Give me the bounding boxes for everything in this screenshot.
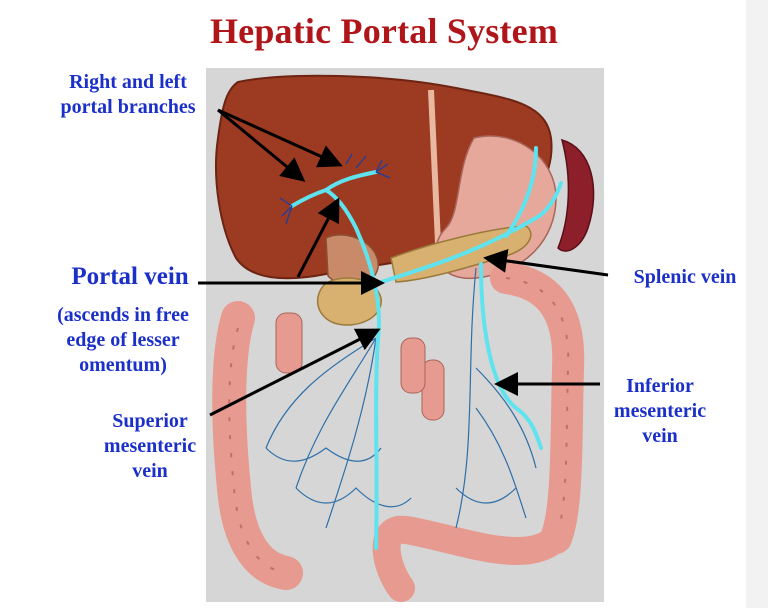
- intestine-loop-center: [400, 337, 426, 394]
- intestine-loop-left: [275, 312, 303, 374]
- label-portal-note-line-3: omentum): [79, 354, 167, 376]
- label-inferior-line-1: Inferior: [626, 375, 694, 397]
- label-portal-vein-note: (ascends in free edge of lesser omentum): [28, 303, 218, 378]
- hepatic-portal-illustration: [206, 68, 604, 602]
- inferior-mesenteric-vein-path: [479, 262, 543, 450]
- label-superior-line-3: vein: [132, 460, 168, 482]
- ascending-colon-haustra: [228, 327, 287, 574]
- label-inferior-line-2: mesenteric: [613, 400, 707, 422]
- label-branches-line-2: portal branches: [60, 96, 196, 118]
- arrow-branches-right: [217, 108, 306, 182]
- arrow-branches-left: [217, 108, 343, 168]
- slide-edge-strip: [746, 0, 768, 608]
- label-superior-line-2: mesenteric: [103, 435, 197, 457]
- label-right-left-portal-branches: Right and left portal branches: [30, 70, 226, 120]
- label-superior-mesenteric-vein: Superior mesenteric vein: [90, 409, 210, 484]
- label-portal-note-line-2: edge of lesser: [66, 329, 180, 351]
- label-inferior-line-3: vein: [642, 425, 678, 447]
- label-portal-note-line-1: (ascends in free: [57, 304, 189, 326]
- gastric-vein: [504, 146, 538, 238]
- left-portal-branch: [324, 170, 378, 192]
- label-portal-vein: Portal vein: [71, 263, 189, 290]
- label-splenic-vein: Splenic vein: [633, 266, 737, 288]
- sigmoid-colon: [372, 515, 570, 602]
- spleen: [557, 138, 595, 252]
- right-portal-branch: [290, 188, 328, 208]
- label-branches-line-1: Right and left: [69, 71, 187, 93]
- arrow-splenic-vein: [483, 249, 609, 277]
- portal-veins: [290, 146, 563, 550]
- label-inferior-mesenteric-vein: Inferior mesenteric vein: [585, 374, 735, 449]
- arrow-superior-mesenteric: [209, 328, 381, 417]
- arrow-portal-note: [296, 197, 340, 278]
- descending-colon-haustra: [505, 277, 570, 539]
- superior-mesenteric-vein-trunk: [374, 336, 380, 550]
- slide-title: Hepatic Portal System: [209, 11, 559, 51]
- intrahepatic-branches: [279, 153, 391, 225]
- falciform-ligament: [428, 89, 441, 244]
- label-superior-line-1: Superior: [112, 410, 188, 432]
